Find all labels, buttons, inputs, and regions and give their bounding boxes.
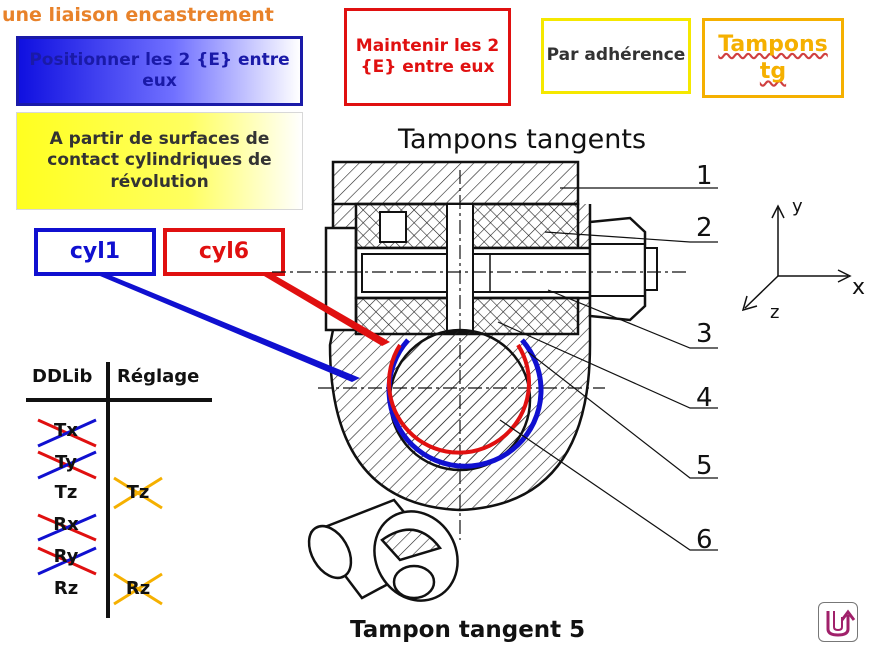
ddlib-header: DDLib xyxy=(32,366,93,387)
ddlib-ry: Ry xyxy=(53,546,79,567)
cyl6-contact-arc xyxy=(387,343,531,455)
ddl-crosses xyxy=(37,418,97,576)
reglage-tz: Tz xyxy=(126,482,150,503)
part-leaders xyxy=(497,187,718,551)
part-number-2: 2 xyxy=(696,213,713,243)
reglage-rz: Rz xyxy=(125,578,151,599)
part-number-5: 5 xyxy=(696,451,713,481)
adherence-box: Par adhérence xyxy=(541,18,691,94)
tampons-tg-box: Tampons tg xyxy=(702,18,844,98)
drawing-subtitle: Tampon tangent 5 xyxy=(350,617,586,643)
part-number-6: 6 xyxy=(696,525,713,555)
surfaces-box: A partir de surfaces de contact cylindri… xyxy=(16,112,303,210)
part-number-1: 1 xyxy=(696,161,713,191)
cyl1-leader xyxy=(100,276,360,382)
positionner-box: Positionner les 2 {E} entre eux xyxy=(16,36,303,106)
maintenir-box: Maintenir les 2 {E} entre eux xyxy=(344,8,511,106)
cyl6-leader xyxy=(264,276,390,346)
reglage-crosses xyxy=(113,476,163,606)
part-number-4: 4 xyxy=(696,383,713,413)
axis-triad xyxy=(741,204,852,312)
nut xyxy=(588,216,647,322)
bolt-end xyxy=(644,247,658,291)
bolt-shank xyxy=(361,253,591,293)
drawing-title: Tampons tangents xyxy=(398,124,647,155)
axis-z-label: z xyxy=(770,302,779,323)
cyl6-label: cyl6 xyxy=(163,228,285,276)
ddlib-tz: Tz xyxy=(54,482,78,503)
page-title: une liaison encastrement xyxy=(2,4,274,26)
part-number-3: 3 xyxy=(696,319,713,349)
ddlib-rx: Rx xyxy=(53,514,79,535)
return-arrow-icon[interactable] xyxy=(818,602,858,642)
cyl1-label: cyl1 xyxy=(34,228,156,276)
ddlib-rz: Rz xyxy=(53,578,79,599)
ddlib-ty: Ty xyxy=(55,452,77,473)
reglage-header: Réglage xyxy=(117,366,200,387)
axis-y-label: y xyxy=(792,196,803,217)
part-1-cover xyxy=(331,160,580,206)
axis-x-label: x xyxy=(852,275,865,300)
ddlib-tx: Tx xyxy=(54,420,78,441)
tampons-tg-label: Tampons tg xyxy=(718,31,828,85)
tampon-sketch xyxy=(307,498,459,602)
